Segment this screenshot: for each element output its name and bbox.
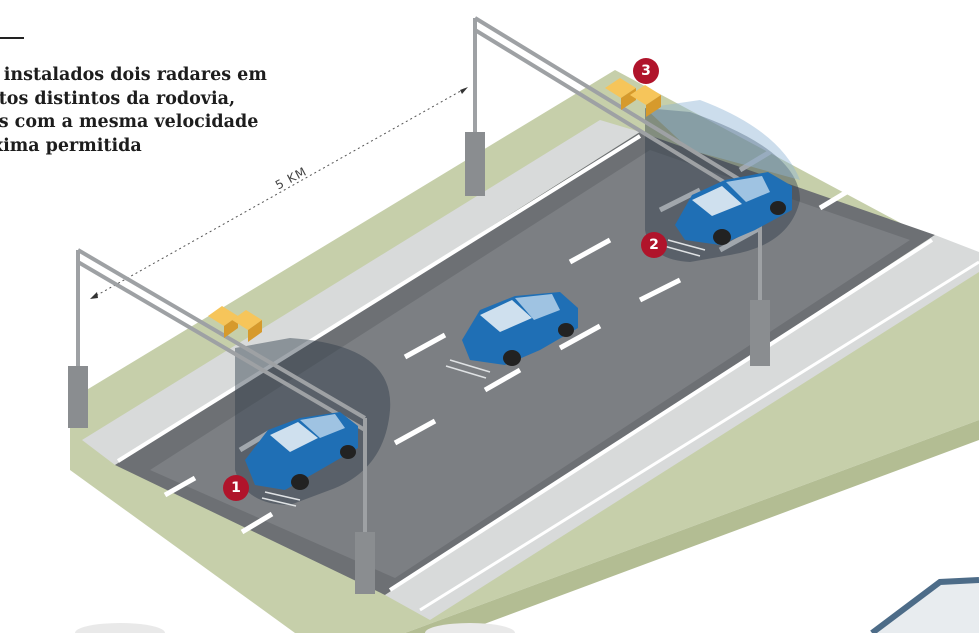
bottom-shadow-left [75, 623, 165, 633]
bottom-right-fragment [872, 578, 979, 633]
bottom-right-fragment-edge [870, 577, 979, 633]
grass-edge [405, 420, 979, 633]
edge-line-far-right [419, 260, 979, 612]
radar-beam-far-top [645, 100, 800, 180]
caption: o instalados dois radares em ntos distin… [0, 64, 346, 158]
marker-2: 2 [641, 232, 667, 258]
gantry-near-base-left [68, 366, 88, 428]
motion-streaks [261, 239, 706, 507]
gantry-far-base-right [750, 300, 770, 366]
gantry-near-base-right [355, 532, 375, 594]
caption-line-1: o instalados dois radares em [0, 65, 267, 85]
top-rule [0, 37, 24, 39]
caption-line-3: ns com a mesma velocidade [0, 112, 259, 132]
edge-line-left [116, 134, 642, 463]
gantry-far [473, 16, 762, 305]
radar-device-near [208, 306, 262, 342]
distance-arrow-left [90, 292, 98, 299]
edge-line-right [388, 238, 934, 592]
marker-1: 1 [223, 475, 249, 501]
car-far [675, 172, 792, 245]
road-lanes [150, 150, 910, 578]
gantry-far-base-left [465, 132, 485, 196]
car-near [245, 412, 358, 490]
caption-line-4: ixima permitida [0, 135, 142, 156]
distance-line [91, 87, 467, 299]
caption-line-2: ntos distintos da rodovia, [0, 88, 236, 109]
radar-device-far [605, 78, 661, 117]
distance-arrow-right [460, 87, 468, 94]
car-middle [462, 292, 578, 366]
marker-3: 3 [633, 58, 659, 84]
bottom-shadow-mid [425, 623, 515, 633]
gantry-near [76, 248, 367, 540]
shoulder-right [385, 235, 979, 620]
shoulder-left [82, 120, 640, 465]
